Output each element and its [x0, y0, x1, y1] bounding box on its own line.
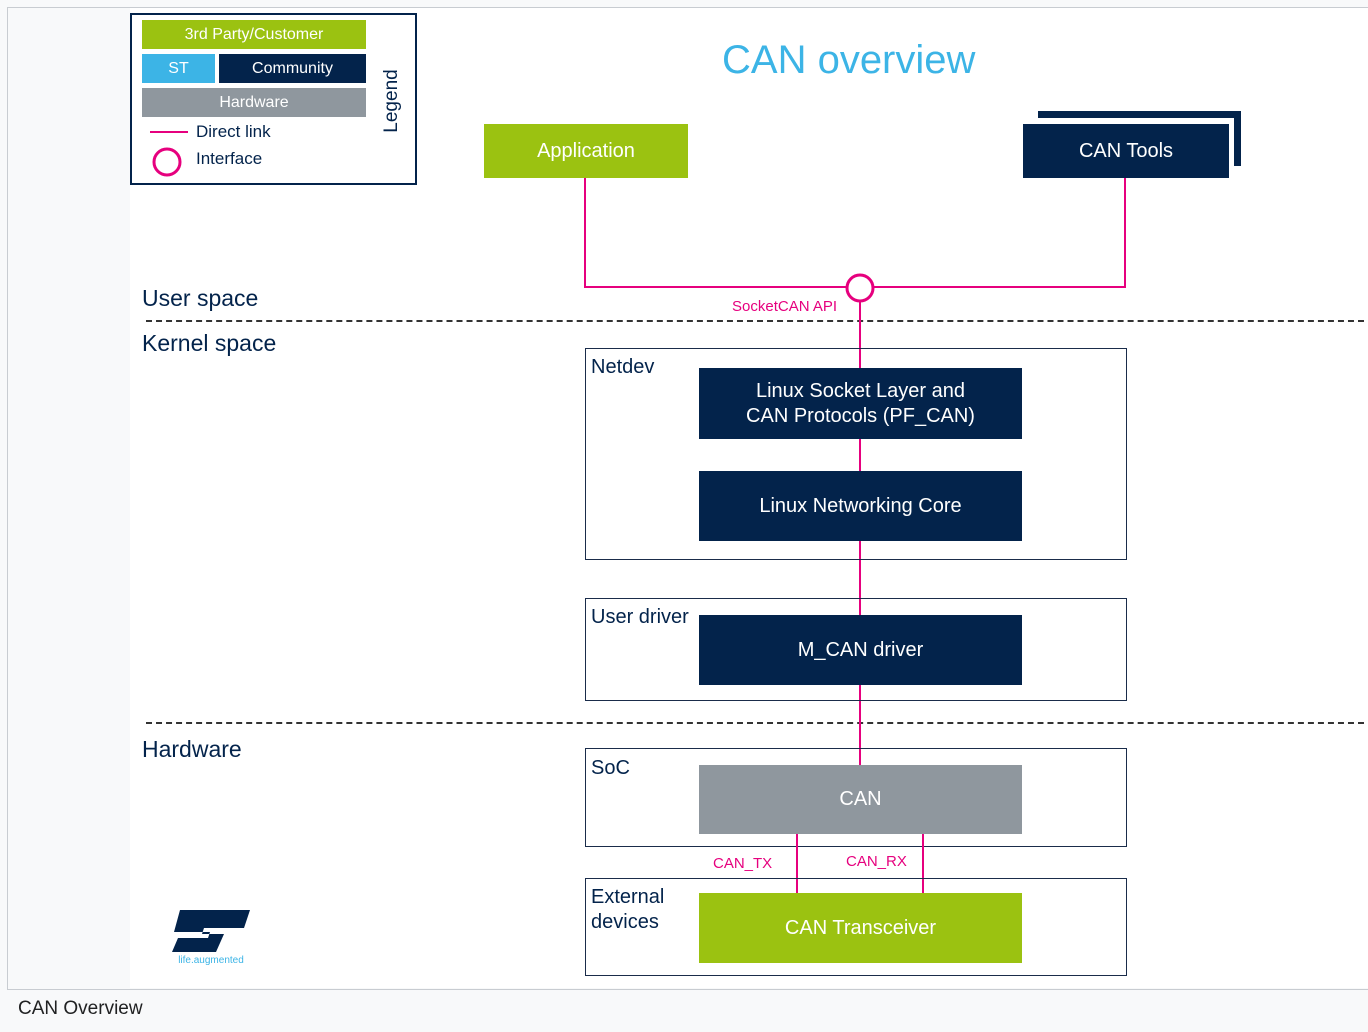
user-kernel-divider [146, 320, 1364, 322]
can-rx-link [922, 834, 924, 893]
figure-caption: CAN Overview [18, 998, 143, 1019]
socketcan-api-label: SocketCAN API [732, 298, 838, 315]
external-devices-line1: External [591, 886, 665, 908]
socketcan-interface-icon [845, 273, 875, 303]
legend-community: Community [219, 54, 366, 83]
can-tx-link [796, 834, 798, 893]
user-driver-label: User driver [591, 606, 689, 628]
can-transceiver-box: CAN Transceiver [699, 893, 1022, 963]
st-logo-tagline: life.augmented [178, 955, 244, 966]
driver-to-can-link [859, 684, 861, 765]
legend-direct-link-line [150, 131, 188, 133]
socket-to-core-link [859, 438, 861, 471]
tools-link-horizontal [874, 286, 1126, 288]
netdev-label: Netdev [591, 356, 655, 378]
hardware-space-label: Hardware [142, 736, 242, 762]
application-box: Application [484, 124, 688, 178]
tools-link-vertical [1124, 178, 1126, 288]
legend-label-wrap: Legend [378, 63, 408, 139]
app-link-vertical [584, 178, 586, 288]
netdev-zone [585, 348, 1127, 560]
socket-layer-box: Linux Socket Layer and CAN Protocols (PF… [699, 368, 1022, 439]
soc-zone [585, 748, 1127, 847]
app-link-horizontal [584, 286, 848, 288]
external-devices-line2: devices [591, 911, 659, 933]
networking-core-box: Linux Networking Core [699, 471, 1022, 541]
legend-hardware: Hardware [142, 88, 366, 117]
can-rx-label: CAN_RX [846, 853, 907, 870]
legend-interface-label: Interface [196, 149, 263, 168]
user-driver-zone [585, 598, 1127, 701]
legend-label: Legend [381, 69, 402, 133]
external-devices-zone [585, 878, 1127, 976]
socket-layer-line1: Linux Socket Layer and [755, 379, 966, 402]
mcan-driver-box: M_CAN driver [699, 615, 1022, 685]
user-space-label: User space [142, 285, 259, 311]
kernel-space-label: Kernel space [142, 330, 277, 356]
diagram-title: CAN overview [722, 38, 976, 82]
legend-st: ST [142, 54, 215, 83]
legend-interface-icon [152, 147, 182, 177]
can-tools-box: CAN Tools [1023, 124, 1229, 178]
legend-direct-link-label: Direct link [196, 122, 271, 141]
can-tx-label: CAN_TX [713, 855, 773, 872]
kernel-hardware-divider [146, 722, 1364, 724]
can-controller-box: CAN [699, 765, 1022, 834]
api-to-socket-link [859, 302, 861, 368]
st-logo: life.augmented [172, 910, 250, 966]
core-to-driver-link [859, 540, 861, 615]
legend-third-party: 3rd Party/Customer [142, 20, 366, 49]
soc-label: SoC [591, 757, 630, 779]
external-devices-label: External devices [591, 885, 664, 935]
legend: 3rd Party/Customer ST Community Hardware… [130, 13, 417, 185]
socket-layer-line2: CAN Protocols (PF_CAN) [746, 404, 975, 427]
